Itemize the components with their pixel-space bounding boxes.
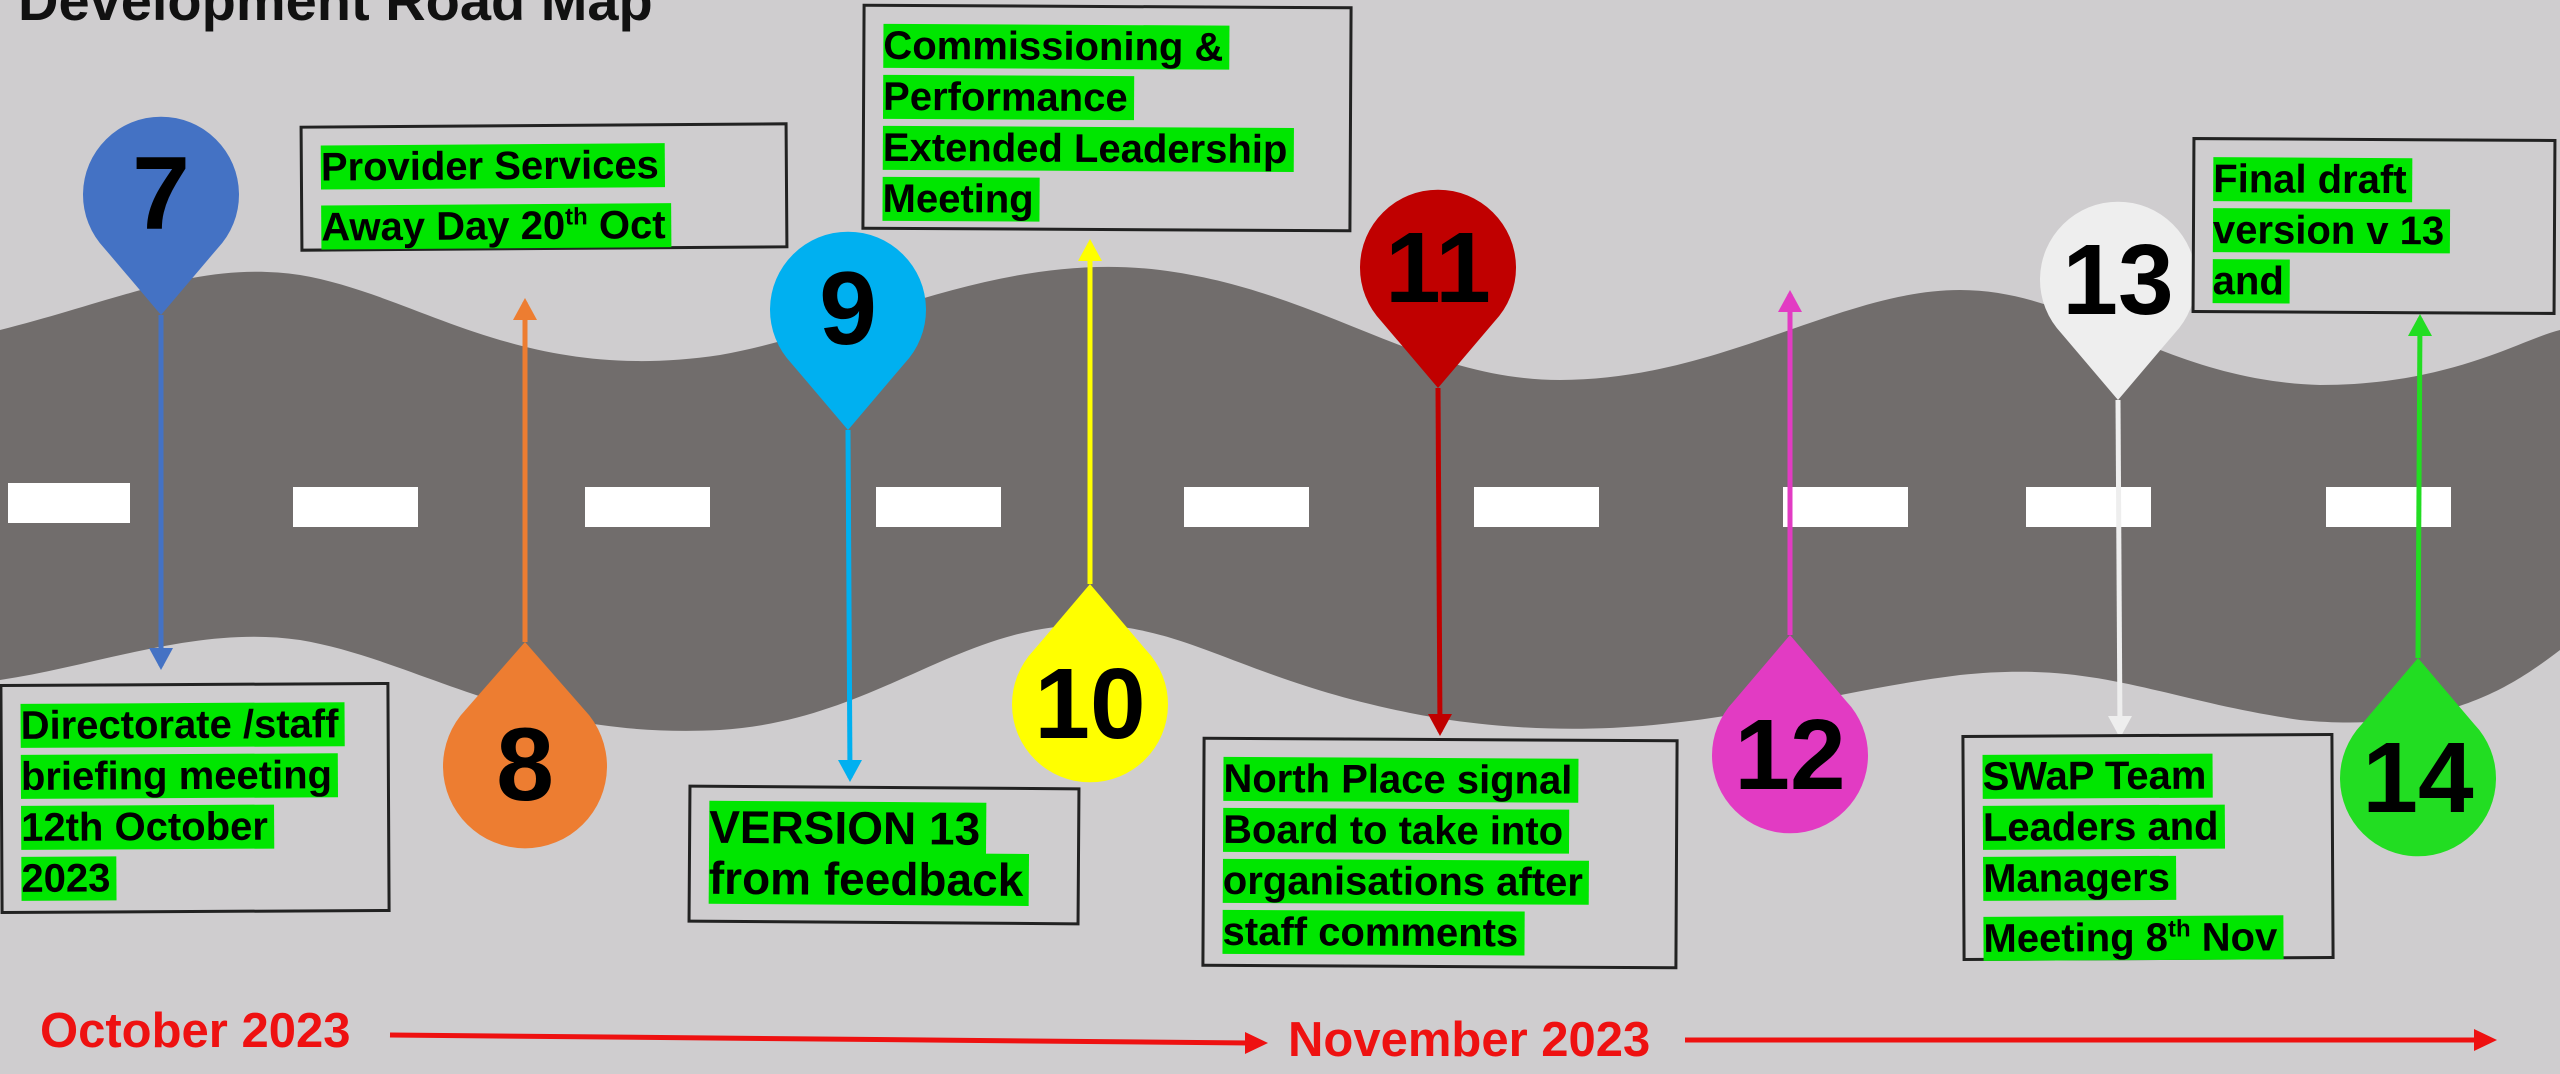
milestone-marker — [770, 231, 926, 430]
milestone-7-line: briefing meeting — [20, 753, 339, 799]
milestone-11-line: North Place signal — [1223, 756, 1579, 803]
milestone-arrowhead — [1078, 239, 1102, 261]
milestone-arrowhead — [1778, 290, 1802, 312]
lane-markings — [8, 483, 2451, 527]
milestone-pin-12: 12 — [1712, 290, 1869, 834]
milestone-arrowhead — [2108, 716, 2132, 738]
milestone-pin-7: 7 — [83, 116, 239, 670]
milestone-11-line: staff comments — [1222, 909, 1525, 956]
milestone-marker — [2040, 201, 2196, 400]
lane-dash — [1184, 487, 1309, 527]
milestone-marker — [442, 642, 607, 849]
milestone-13-line: Meeting 8th Nov — [1983, 915, 2284, 962]
milestone-marker — [83, 116, 239, 316]
milestone-10-box: Commissioning & Performance Extended Lea… — [861, 3, 1353, 233]
milestone-9-box: VERSION 13 from feedback — [687, 784, 1081, 926]
milestone-number: 12 — [1734, 699, 1845, 811]
timeline-arrowhead-2 — [2474, 1029, 2497, 1051]
milestone-10-line: Performance — [882, 74, 1134, 121]
milestone-12-line: and — [2212, 259, 2290, 304]
milestone-12-box: Final draft version v 13 and — [2191, 137, 2557, 315]
milestone-pin-9: 9 — [770, 231, 926, 782]
milestone-connector — [845, 429, 853, 779]
lane-dash — [8, 483, 130, 523]
milestone-connector — [1435, 387, 1443, 733]
milestone-11-line: organisations after — [1222, 858, 1590, 905]
timeline-arrow-1 — [389, 1032, 1251, 1046]
milestone-11-box: North Place signal Board to take into or… — [1201, 736, 1679, 970]
milestone-pin-14: 14 — [2340, 314, 2496, 857]
milestone-connector — [2415, 317, 2423, 659]
milestone-11-line: Board to take into — [1223, 807, 1570, 854]
lane-dash — [1783, 487, 1908, 527]
milestone-arrowhead — [513, 298, 537, 320]
milestone-number: 10 — [1034, 648, 1145, 760]
milestone-7-box: Directorate /staff briefing meeting 12th… — [0, 681, 391, 915]
milestone-marker — [2340, 658, 2496, 857]
milestone-marker — [1712, 635, 1869, 834]
milestone-number: 11 — [1385, 212, 1491, 324]
timeline-arrows — [389, 1029, 2497, 1054]
lane-dash — [585, 487, 710, 527]
milestone-13-line: Leaders and — [1982, 804, 2225, 850]
milestone-connector — [2115, 399, 2123, 735]
milestone-10-line: Commissioning & — [883, 23, 1230, 70]
milestone-marker — [1360, 189, 1516, 388]
milestone-number: 8 — [496, 707, 554, 823]
month-label-november: November 2023 — [1288, 1013, 1651, 1067]
milestone-pin-10: 10 — [1012, 239, 1169, 783]
milestone-arrowhead — [2408, 314, 2432, 336]
lane-dash — [1474, 487, 1599, 527]
milestone-number: 14 — [2362, 722, 2474, 834]
milestone-10-line: Meeting — [882, 176, 1040, 222]
milestone-13-line: SWaP Team — [1982, 753, 2213, 799]
lane-dash — [2026, 487, 2151, 527]
milestone-12-line: version v 13 — [2212, 208, 2451, 254]
milestone-7-line: 2023 — [21, 856, 117, 901]
milestone-arrowhead — [1428, 714, 1452, 736]
milestone-arrowhead — [838, 760, 862, 782]
milestone-8-line: Provider Services — [320, 143, 666, 190]
milestone-13-box: SWaP Team Leaders and Managers Meeting 8… — [1961, 733, 2335, 962]
milestone-number: 9 — [819, 251, 877, 367]
timeline-arrowhead-1 — [1245, 1032, 1268, 1054]
milestone-pin-13: 13 — [2040, 201, 2196, 738]
milestone-10-line: Extended Leadership — [882, 125, 1294, 172]
milestone-8-line: Away Day 20th Oct — [321, 203, 672, 250]
milestone-13-line: Managers — [1983, 855, 2177, 901]
page-title: Development Road Map — [18, 0, 653, 32]
milestone-7-line: 12th October — [21, 804, 274, 850]
milestone-pin-8: 8 — [442, 298, 607, 849]
milestone-arrowhead — [149, 648, 173, 670]
lane-dash — [2326, 487, 2451, 527]
milestone-8-box: Provider Services Away Day 20th Oct — [299, 122, 789, 252]
lane-dash — [293, 487, 418, 527]
milestone-7-line: Directorate /staff — [20, 702, 345, 748]
milestone-number: 13 — [2062, 224, 2173, 336]
milestone-9-line: VERSION 13 — [709, 800, 987, 855]
milestone-9-line: from feedback — [708, 851, 1030, 907]
lane-dash — [876, 487, 1001, 527]
milestone-number: 7 — [132, 136, 190, 252]
milestone-pin-11: 11 — [1360, 189, 1516, 736]
milestone-12-line: Final draft — [2213, 157, 2413, 203]
month-label-october: October 2023 — [40, 1004, 351, 1058]
milestone-marker — [1012, 584, 1169, 783]
